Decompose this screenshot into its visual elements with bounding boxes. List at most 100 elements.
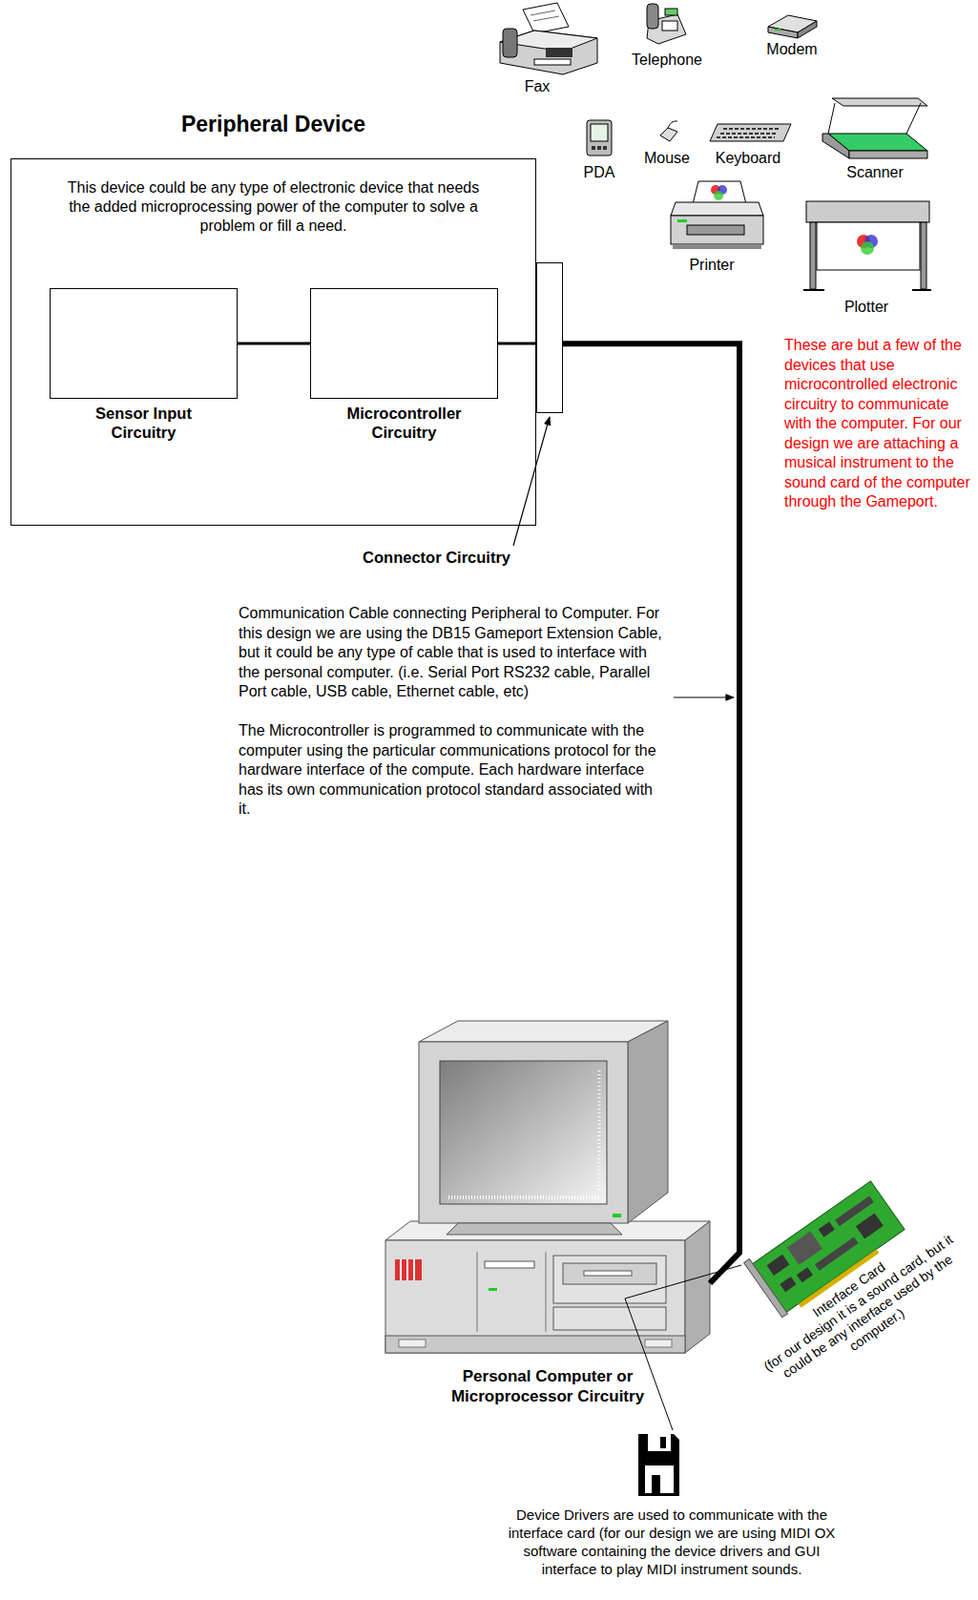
text-holder: Personal Computer or Microprocessor Circ…	[385, 1366, 710, 1407]
interface-card-illustration-part	[796, 1267, 813, 1283]
pda-icon-part	[597, 145, 602, 150]
text-holder: Fax	[489, 77, 585, 96]
device-label: Mouse	[628, 148, 706, 167]
interface-card-illustration-part	[779, 1276, 796, 1292]
floppy-disk-icon-part	[651, 1475, 661, 1494]
fax-icon-part	[502, 28, 518, 58]
floppy-disk-icon	[638, 1434, 680, 1497]
device-label: Telephone	[619, 50, 715, 69]
fax-icon-part	[533, 16, 560, 21]
modem-icon-part	[797, 20, 817, 39]
computer-illustration-part	[385, 1335, 686, 1353]
computer-node: Personal Computer or Microprocessor Circ…	[385, 1025, 710, 1413]
text-holder: Scanner	[827, 163, 923, 182]
circuit-block: Microcontroller Circuitry	[310, 288, 499, 399]
computer-illustration-part	[395, 1259, 422, 1281]
circuit-block: Sensor Input Circuitry	[49, 288, 238, 399]
text-holder: (for our design it is a sound card, but …	[759, 1230, 976, 1402]
fax-icon-part	[545, 47, 573, 58]
computer-illustration-part	[612, 1213, 622, 1218]
printer-icon-part	[670, 202, 764, 216]
pda-icon-part	[603, 145, 607, 150]
computer-illustration-part	[484, 1261, 535, 1269]
device-label: Plotter	[818, 297, 915, 316]
leader-lines-part	[624, 1298, 673, 1431]
computer-illustration-part	[553, 1307, 666, 1331]
leader-lines-part	[673, 696, 734, 698]
pda-icon	[586, 120, 612, 156]
interface-card-illustration-part	[767, 1254, 791, 1276]
scanner-icon-part	[849, 150, 928, 159]
text-holder: Modem	[744, 40, 840, 59]
printer-icon	[670, 181, 764, 250]
callout-label: Connector Circuitry	[334, 547, 511, 567]
modem-icon-part	[768, 26, 798, 39]
scanner-icon-part	[832, 98, 928, 106]
computer-illustration-part	[488, 1288, 498, 1291]
computer-illustration-part	[448, 1195, 600, 1200]
text-holder: Device Drivers are used to communicate w…	[495, 1505, 849, 1579]
cable-line	[562, 343, 740, 1284]
computer-illustration-part	[477, 1251, 479, 1332]
printer-icon-part	[670, 215, 764, 245]
device-label: Scanner	[827, 163, 923, 182]
scanner-icon	[822, 98, 928, 159]
printer-icon-part	[692, 181, 747, 205]
plotter-icon-part	[920, 222, 927, 290]
interface-card-illustration-part	[818, 1221, 835, 1237]
computer-illustration-part	[418, 1020, 668, 1042]
computer-illustration-part	[418, 1041, 628, 1224]
plotter-icon	[803, 201, 932, 291]
text-holder: Sensor Input Circuitry	[50, 403, 237, 442]
telephone-icon	[646, 3, 687, 44]
text-holder: PDA	[561, 163, 638, 182]
computer-label: Personal Computer or Microprocessor Circ…	[423, 1366, 672, 1407]
computer-illustration-part	[385, 1240, 686, 1353]
scanner-icon-part	[906, 103, 921, 134]
device-label: Modem	[744, 40, 840, 59]
fax-icon-part	[530, 10, 556, 16]
interface-card-illustration-part	[787, 1231, 823, 1266]
text-holder: This device could be any type of electro…	[61, 178, 486, 236]
scanner-icon-part	[822, 133, 850, 159]
computer-illustration-part	[439, 1061, 607, 1205]
plotter-icon-part	[803, 289, 825, 292]
pda-icon-part	[591, 145, 596, 150]
computer-illustration-part	[627, 1020, 668, 1224]
text-holder: Connector Circuitry	[334, 547, 511, 567]
cable-note: Communication Cable connecting Periphera…	[238, 603, 664, 703]
printer-icon-part	[672, 244, 762, 250]
keyboard-icon	[709, 124, 791, 142]
computer-illustration-part	[685, 1221, 710, 1353]
floppy-disk-icon-part	[647, 1434, 671, 1452]
interface-card-illustration-part	[814, 1237, 859, 1271]
device-label: Printer	[664, 255, 760, 274]
text-holder: Mouse	[628, 148, 706, 167]
keyboard-icon-part	[709, 124, 791, 142]
computer-illustration-part	[398, 1339, 426, 1348]
block-label: Microcontroller Circuitry	[323, 403, 486, 442]
floppy-disk-icon-part	[638, 1434, 680, 1497]
keyboard-icon-part	[716, 128, 781, 138]
red-note: These are but a few of the devices that …	[784, 335, 971, 513]
protocol-note: The Microcontroller is programmed to com…	[238, 721, 664, 820]
computer-illustration-part	[598, 1070, 602, 1193]
card-caption: (for our design it is a sound card, but …	[759, 1230, 976, 1402]
leader-lines-part	[513, 416, 550, 546]
plotter-icon-part	[912, 289, 932, 292]
computer-illustration-part	[446, 1223, 623, 1235]
fax-icon-part	[534, 59, 571, 65]
box-heading: Peripheral Device	[11, 111, 536, 138]
connector-block: Connector Circuitry	[536, 262, 563, 414]
leader-lines	[513, 416, 742, 1431]
floppy-disk-icon-part	[660, 1436, 666, 1449]
text-holder: Telephone	[619, 50, 715, 69]
pda-icon-part	[586, 120, 612, 156]
block-label: Sensor Input Circuitry	[62, 403, 226, 442]
pda-icon-part	[590, 124, 608, 142]
plotter-icon-part	[810, 222, 816, 290]
scanner-icon-part	[828, 103, 835, 134]
device-label: Keyboard	[705, 148, 791, 167]
mouse-icon-part	[660, 127, 678, 142]
